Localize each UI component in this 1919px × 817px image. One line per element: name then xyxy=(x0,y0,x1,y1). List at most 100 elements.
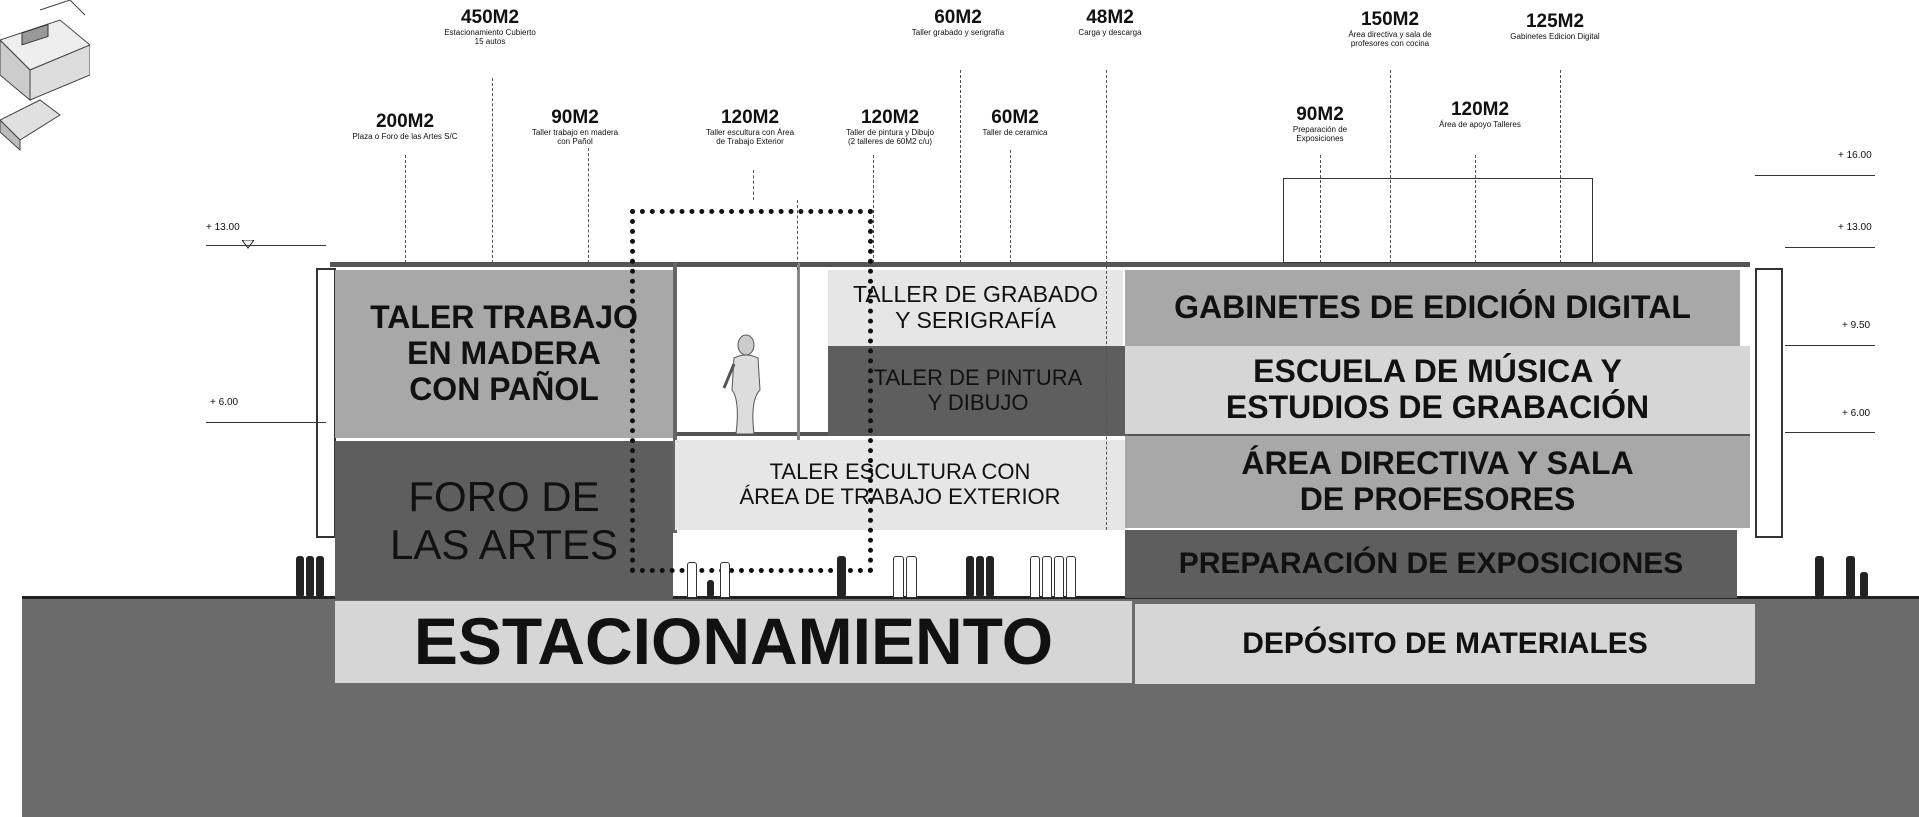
leader-line xyxy=(753,170,754,200)
people-silhouette-icon xyxy=(966,556,974,596)
leader-line xyxy=(1320,155,1321,263)
callout-450: 450M2 Estacionamiento Cubierto 15 autos xyxy=(405,7,575,47)
callout-desc: Carga y descarga xyxy=(1078,27,1142,37)
leader-line xyxy=(1475,155,1476,263)
level-marker: + 13.00 xyxy=(206,222,254,249)
callout-desc: Taller escultura con Área de Trabajo Ext… xyxy=(705,127,795,147)
level-label: + 13.00 xyxy=(1838,222,1872,233)
level-line xyxy=(1785,432,1875,433)
level-line xyxy=(1755,175,1875,176)
callout-120a: 120M2 Taller escultura con Área de Traba… xyxy=(680,107,820,147)
right-facade xyxy=(1755,268,1783,538)
level-line xyxy=(206,245,326,246)
block-taller-madera: TALER TRABAJO EN MADERA CON PAÑOL xyxy=(335,270,673,438)
people-silhouette-icon xyxy=(316,556,324,596)
column xyxy=(797,263,800,441)
leader-line xyxy=(1560,70,1561,263)
level-label: + 9.50 xyxy=(1842,320,1871,331)
people-silhouette-icon xyxy=(1846,556,1855,596)
block-taller-grabado: TALLER DE GRABADO Y SERIGRAFÍA xyxy=(828,270,1123,346)
block-taller-escultura: TALER ESCULTURA CON ÁREA DE TRABAJO EXTE… xyxy=(675,440,1125,530)
people-silhouette-icon xyxy=(1054,556,1064,598)
level-label: + 16.00 xyxy=(1838,150,1872,161)
people-silhouette-icon xyxy=(296,556,304,596)
callout-desc: Taller grabado y serigrafía xyxy=(911,27,1005,37)
level-marker: + 13.00 xyxy=(1838,222,1872,233)
callout-90b: 90M2 Preparación de Exposiciones xyxy=(1270,104,1370,144)
leader-line xyxy=(1106,70,1107,530)
block-area-directiva: ÁREA DIRECTIVA Y SALA DE PROFESORES xyxy=(1125,436,1750,528)
level-marker: + 6.00 xyxy=(1842,408,1870,419)
callout-48: 48M2 Carga y descarga xyxy=(1040,8,1180,37)
leader-line xyxy=(1390,70,1391,263)
people-silhouette-icon xyxy=(1030,556,1040,598)
people-silhouette-icon xyxy=(1042,556,1052,598)
upper-volume xyxy=(1283,178,1593,263)
leader-line xyxy=(492,78,493,263)
callout-120b: 120M2 Taller de pintura y Dibujo (2 tall… xyxy=(822,108,958,147)
people-silhouette-icon xyxy=(1860,572,1868,596)
callout-area: 150M2 xyxy=(1360,9,1420,30)
callout-area: 120M2 xyxy=(1450,99,1510,120)
callout-desc: Gabinetes Edicion Digital xyxy=(1510,31,1600,41)
people-silhouette-icon xyxy=(707,580,714,596)
leader-line xyxy=(588,148,589,263)
people-silhouette-icon xyxy=(893,556,904,598)
leader-line xyxy=(1010,150,1011,263)
people-silhouette-icon xyxy=(1066,556,1076,598)
callout-200: 200M2 Plaza o Foro de las Artes S/C xyxy=(320,112,490,141)
people-silhouette-icon xyxy=(906,556,917,598)
callout-desc: Taller trabajo en madera con Pañol xyxy=(531,127,619,147)
callout-area: 60M2 xyxy=(934,7,982,28)
level-label: + 6.00 xyxy=(210,397,239,408)
callout-125: 125M2 Gabinetes Edicion Digital xyxy=(1480,12,1630,41)
leader-line xyxy=(797,200,798,270)
callout-area: 200M2 xyxy=(375,111,435,132)
axonometric-thumbnail-icon xyxy=(0,0,90,152)
callout-90a: 90M2 Taller trabajo en madera con Pañol xyxy=(510,108,640,147)
highlight-dotted-frame xyxy=(630,209,873,573)
level-line xyxy=(206,422,326,423)
callout-desc: Preparación de Exposiciones xyxy=(1292,124,1348,144)
people-silhouette-icon xyxy=(986,556,994,596)
block-preparacion: PREPARACIÓN DE EXPOSICIONES xyxy=(1125,530,1737,598)
leader-line xyxy=(873,155,874,263)
block-escuela-musica: ESCUELA DE MÚSICA Y ESTUDIOS DE GRABACIÓ… xyxy=(1125,346,1750,434)
callout-desc: Plaza o Foro de las Artes S/C xyxy=(352,131,458,141)
people-silhouette-icon xyxy=(1815,556,1824,596)
left-facade xyxy=(316,268,336,538)
callout-60b: 60M2 Taller de ceramica xyxy=(960,108,1070,137)
column xyxy=(673,263,677,533)
level-marker: + 9.50 xyxy=(1842,320,1870,331)
level-line xyxy=(1785,345,1875,346)
callout-150: 150M2 Área directiva y sala de profesore… xyxy=(1330,9,1450,49)
callout-area: 120M2 xyxy=(720,107,780,128)
people-silhouette-icon xyxy=(837,556,846,596)
leader-line xyxy=(405,155,406,263)
level-triangle-icon xyxy=(242,240,254,249)
level-label: + 13.00 xyxy=(206,222,240,233)
callout-area: 48M2 xyxy=(1086,7,1134,28)
callout-area: 450M2 xyxy=(460,7,520,28)
block-estacionamiento: ESTACIONAMIENTO xyxy=(335,601,1132,683)
callout-desc: Estacionamiento Cubierto 15 autos xyxy=(444,27,536,47)
level-line xyxy=(1785,247,1875,248)
block-gabinetes: GABINETES DE EDICIÓN DIGITAL xyxy=(1125,270,1740,346)
people-silhouette-icon xyxy=(720,562,730,598)
block-foro: FORO DE LAS ARTES xyxy=(335,441,673,600)
callout-area: 90M2 xyxy=(1296,104,1344,125)
callout-desc: Taller de pintura y Dibujo (2 talleres d… xyxy=(845,127,935,147)
callout-desc: Taller de ceramica xyxy=(982,127,1048,137)
callout-area: 125M2 xyxy=(1525,11,1585,32)
people-silhouette-icon xyxy=(976,556,984,596)
callout-60a: 60M2 Taller grabado y serigrafía xyxy=(888,8,1028,37)
level-marker: + 16.00 xyxy=(1838,150,1872,161)
people-silhouette-icon xyxy=(306,556,314,596)
callout-120c: 120M2 Área de apoyo Talleres xyxy=(1420,100,1540,129)
block-deposito: DEPÓSITO DE MATERIALES xyxy=(1135,604,1755,684)
callout-desc: Área directiva y sala de profesores con … xyxy=(1348,29,1432,49)
roof-slab xyxy=(330,262,1750,267)
callout-area: 60M2 xyxy=(991,107,1039,128)
callout-desc: Área de apoyo Talleres xyxy=(1439,119,1521,129)
